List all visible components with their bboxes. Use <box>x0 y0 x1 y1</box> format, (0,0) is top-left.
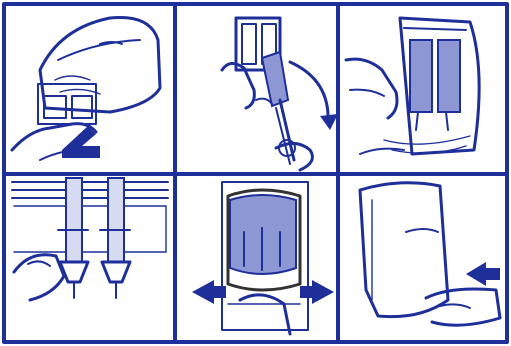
panel-1-open-cover <box>12 17 160 160</box>
rotate-arrow-icon <box>290 62 338 130</box>
push-arrow-icon <box>466 262 500 286</box>
panel-3-load-cartridge <box>346 18 479 154</box>
panel-2-screwdriver <box>222 18 338 170</box>
cartridge-insert-icon <box>222 182 308 330</box>
pump-nozzles-icon <box>58 178 130 298</box>
arrow-left-in-icon <box>192 280 226 304</box>
arrow-right-in-icon <box>300 280 334 304</box>
dispenser-load-cartridge-icon <box>384 18 479 154</box>
hand-push-icon <box>240 295 290 334</box>
panel-6-close-cover <box>360 183 500 325</box>
dispenser-shell-icon <box>12 182 168 252</box>
panel-5-insert-cartridge <box>192 182 334 334</box>
dispenser-close-cover-icon <box>360 183 448 317</box>
hand-hold-icon <box>346 59 404 154</box>
panel-4-pump-nozzles <box>12 178 168 300</box>
hand-hold-icon <box>14 255 64 300</box>
dispenser-open-cover-icon <box>38 17 160 124</box>
